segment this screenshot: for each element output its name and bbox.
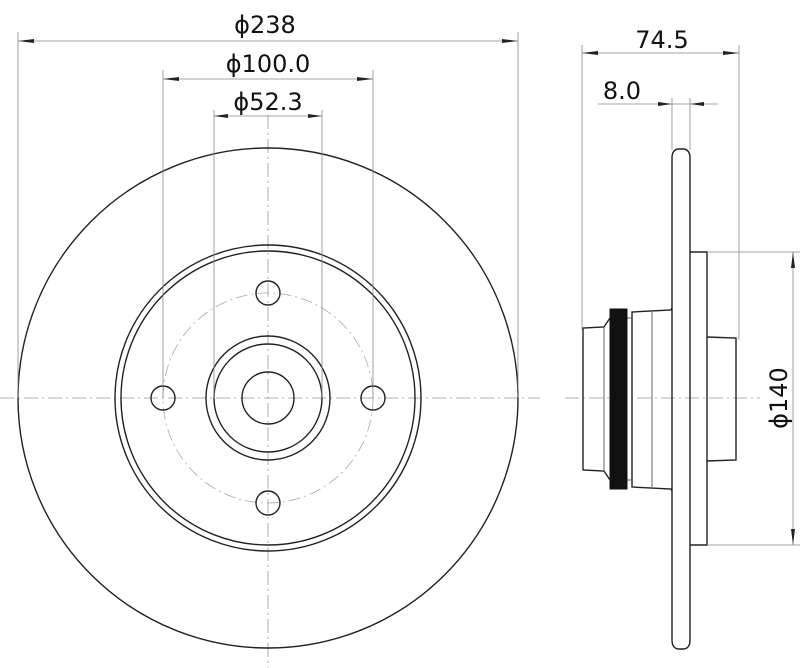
- arrow-icon: [658, 102, 672, 106]
- bearing-housing: [631, 307, 673, 492]
- dim-bolt-circle: ϕ100.0: [226, 50, 311, 78]
- hub-flange: [690, 251, 708, 546]
- hub-boss: [706, 336, 737, 462]
- arrow-icon: [163, 77, 179, 81]
- front-view: ϕ238 ϕ100.0 ϕ52.3: [0, 11, 540, 668]
- dim-disc-thickness: 8.0: [603, 77, 641, 105]
- bearing-cup: [582, 317, 611, 481]
- dim-overall-height: 74.5: [635, 26, 688, 54]
- side-view: 74.5 8.0 ϕ140: [565, 26, 800, 650]
- dim-hub-diameter: ϕ140: [765, 367, 793, 429]
- arrow-icon: [582, 51, 598, 55]
- dim-center-bore: ϕ52.3: [233, 88, 302, 116]
- arrow-icon: [502, 39, 518, 43]
- arrow-icon: [357, 77, 373, 81]
- center-hub-outer: [205, 335, 331, 461]
- arrow-icon: [690, 102, 704, 106]
- disc-plate: [671, 148, 691, 650]
- arrow-icon: [308, 114, 322, 118]
- arrow-icon: [791, 252, 795, 268]
- arrow-icon: [18, 39, 34, 43]
- arrow-icon: [723, 51, 739, 55]
- arrow-icon: [791, 529, 795, 545]
- hub-outer-ring: [114, 244, 422, 552]
- seal-ring: [609, 308, 628, 490]
- center-bore: [241, 371, 295, 425]
- bolt-hole-top: [255, 280, 281, 306]
- dim-outer-diameter: ϕ238: [234, 11, 296, 39]
- arrow-icon: [214, 114, 228, 118]
- hub-inner-ring: [120, 250, 416, 546]
- bolt-hole-bottom: [255, 490, 281, 516]
